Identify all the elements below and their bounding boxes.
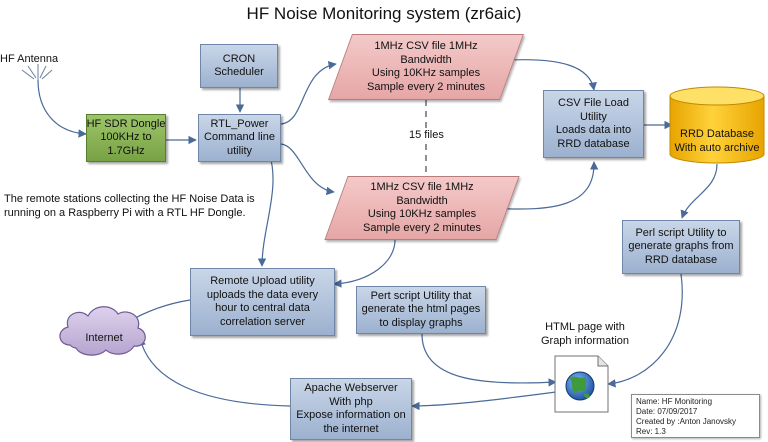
legend-name: Name: HF Monitoring bbox=[636, 397, 713, 406]
csv-file-bottom: 1MHz CSV file 1MHz Bandwidth Using 10KHz… bbox=[336, 176, 508, 240]
revision-legend: Name: HF Monitoring Date: 07/09/2017 Cre… bbox=[631, 394, 760, 438]
legend-revision: Rev: 1.3 bbox=[636, 427, 666, 436]
antenna-label: HF Antenna bbox=[0, 53, 59, 65]
database-icon bbox=[669, 86, 765, 164]
antenna-icon bbox=[21, 64, 53, 80]
rrd-line-2: With auto archive bbox=[674, 142, 760, 154]
perl-html-utility-box: Pert script Utility that generate the ht… bbox=[356, 286, 486, 334]
sdr-dongle-box: HF SDR Dongle 100KHz to 1.7GHz bbox=[86, 114, 166, 162]
csv-top-line-2: Bandwidth bbox=[400, 53, 452, 66]
remote-upload-line-4: correlation server bbox=[220, 315, 305, 328]
csv-top-line-4: Sample every 2 minutes bbox=[367, 80, 485, 93]
globe-icon bbox=[565, 371, 595, 401]
rtl-to-upload-arrow bbox=[257, 155, 274, 267]
html-page-line-1: HTML page with bbox=[545, 321, 625, 333]
csv-top-line-1: 1MHz CSV file 1MHz bbox=[374, 40, 478, 52]
csv-bottom-line-3: Using 10KHz samples bbox=[367, 208, 477, 220]
csv-load-line-2: Utility bbox=[580, 110, 607, 123]
rtl-to-csv-top-arrow bbox=[280, 61, 337, 125]
remote-upload-line-2: uploads the data every bbox=[206, 288, 319, 301]
perlhtml-to-html-arrow bbox=[421, 333, 557, 387]
perl-html-line-2: generate the html pages bbox=[361, 303, 481, 316]
perl-graphs-line-3: RRD database bbox=[644, 253, 718, 266]
cloud-icon bbox=[59, 306, 146, 356]
cron-line-1: CRON bbox=[222, 52, 256, 65]
apache-line-2: With php bbox=[329, 395, 373, 408]
html-page-icon bbox=[554, 355, 609, 413]
csv-top-line-3: Using 10KHz samples bbox=[371, 67, 481, 79]
apache-line-1: Apache Webserver bbox=[304, 382, 398, 394]
csv-top-to-load-arrow bbox=[509, 59, 597, 91]
sdr-dongle-line-2: 100KHz to bbox=[100, 131, 152, 144]
rtl-power-line-2: Command line bbox=[204, 131, 275, 144]
csv-load-line-4: RRD database bbox=[557, 137, 630, 150]
rrd-line-1: RRD Database bbox=[680, 128, 754, 140]
perl-graphs-line-1: Perl script Utility to bbox=[635, 226, 727, 239]
html-to-apache-arrow bbox=[411, 391, 557, 411]
csv-bottom-to-upload-arrow bbox=[333, 239, 396, 288]
rtl-power-line-3: utility bbox=[226, 144, 253, 157]
apache-line-3: Expose information on bbox=[296, 409, 406, 421]
sdr-dongle-line-3: 1.7GHz bbox=[107, 144, 145, 157]
csv-file-top: 1MHz CSV file 1MHz Bandwidth Using 10KHz… bbox=[340, 34, 512, 100]
csv-bottom-line-1: 1MHz CSV file 1MHz bbox=[370, 181, 474, 193]
html-page-line-2: Graph information bbox=[540, 335, 630, 347]
remote-upload-line-3: hour to central data bbox=[215, 302, 310, 314]
perl-html-line-1: Pert script Utility that bbox=[370, 289, 472, 302]
cron-line-2: Scheduler bbox=[214, 66, 264, 78]
note-line-1: The remote stations collecting the HF No… bbox=[4, 193, 255, 205]
csv-load-utility-box: CSV File Load Utility Loads data into RR… bbox=[543, 90, 644, 158]
rrd-database-label: RRD Database With auto archive bbox=[670, 127, 764, 155]
perl-html-line-3: to display graphs bbox=[379, 316, 463, 329]
perl-graphs-line-2: generate graphs from bbox=[628, 240, 734, 253]
csv-load-line-1: CSV File Load bbox=[558, 97, 629, 109]
antenna-to-sdr-arrow bbox=[37, 79, 87, 138]
note-line-2: running on a Raspberry Pi with a RTL HF … bbox=[4, 207, 246, 219]
csv-load-line-3: Loads data into bbox=[555, 124, 632, 136]
legend-author: Created by :Anton Janovsky bbox=[636, 417, 737, 426]
csv-bottom-line-4: Sample every 2 minutes bbox=[363, 221, 481, 234]
page-title: HF Noise Monitoring system (zr6aic) bbox=[246, 4, 522, 23]
perl-graphs-utility-box: Perl script Utility to generate graphs f… bbox=[622, 220, 740, 274]
remote-upload-line-1: Remote Upload utility bbox=[210, 275, 315, 287]
internet-label: Internet bbox=[85, 332, 123, 344]
html-page-label: HTML page with Graph information bbox=[520, 320, 650, 348]
remote-upload-utility-box: Remote Upload utility uploads the data e… bbox=[190, 268, 335, 336]
sdr-dongle-line-1: HF SDR Dongle bbox=[86, 117, 166, 130]
perl-to-html-arrow bbox=[607, 273, 683, 388]
csv-bottom-to-load-arrow bbox=[489, 161, 599, 210]
apache-webserver-box: Apache Webserver With php Expose informa… bbox=[290, 378, 412, 440]
files-count-label: 15 files bbox=[407, 128, 446, 142]
apache-to-internet-arrow bbox=[137, 337, 291, 407]
rtl-power-box: RTL_Power Command line utility bbox=[198, 114, 281, 162]
remote-stations-note: The remote stations collecting the HF No… bbox=[4, 192, 255, 220]
rrd-to-perl-arrow bbox=[680, 163, 718, 219]
csv-bottom-line-2: Bandwidth bbox=[396, 194, 448, 207]
apache-line-4: the internet bbox=[323, 422, 379, 435]
cron-scheduler-box: CRON Scheduler bbox=[200, 44, 278, 88]
legend-date: Date: 07/09/2017 bbox=[636, 407, 698, 416]
rtl-power-line-1: RTL_Power bbox=[210, 117, 269, 130]
rtl-to-csv-bottom-arrow bbox=[280, 143, 335, 196]
